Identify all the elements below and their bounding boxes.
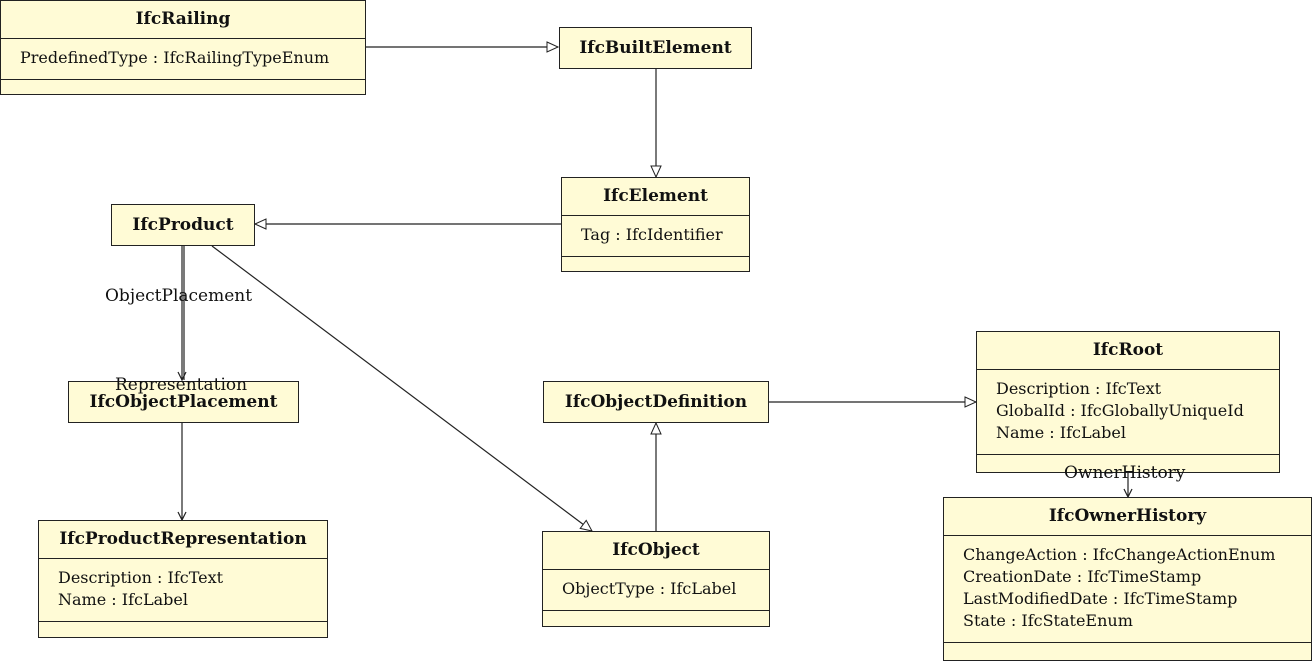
attribute: Name : IfcLabel	[996, 423, 1126, 442]
class-operations	[1, 79, 365, 97]
attribute: PredefinedType : IfcRailingTypeEnum	[20, 48, 330, 67]
class-ifc-railing: IfcRailing PredefinedType : IfcRailingTy…	[0, 0, 366, 95]
association-label-object-placement: ObjectPlacement	[105, 286, 253, 306]
class-ifc-product: IfcProduct	[111, 204, 255, 246]
association-label-representation: Representation	[115, 375, 248, 395]
class-ifc-element: IfcElement Tag : IfcIdentifier	[561, 177, 750, 272]
class-ifc-object-definition: IfcObjectDefinition	[543, 381, 769, 423]
attribute: ObjectType : IfcLabel	[562, 579, 737, 598]
class-operations	[543, 610, 769, 628]
class-name: IfcProduct	[132, 215, 234, 235]
class-ifc-object: IfcObject ObjectType : IfcLabel	[542, 531, 770, 627]
class-name: IfcProductRepresentation	[59, 529, 307, 549]
attribute: State : IfcStateEnum	[963, 611, 1133, 630]
class-name: IfcObjectDefinition	[564, 392, 748, 412]
class-ifc-object-placement: IfcObjectPlacement	[68, 381, 299, 423]
class-name: IfcRoot	[1092, 340, 1164, 360]
class-operations	[39, 621, 327, 639]
class-attributes: ChangeAction : IfcChangeActionEnum Creat…	[944, 535, 1311, 642]
class-operations	[562, 256, 749, 274]
class-attributes: Tag : IfcIdentifier	[562, 215, 749, 256]
attribute: Name : IfcLabel	[58, 590, 188, 609]
class-ifc-product-representation: IfcProductRepresentation Description : I…	[38, 520, 328, 638]
class-name: IfcObjectPlacement	[89, 392, 278, 412]
class-attributes: Description : IfcText GlobalId : IfcGlob…	[977, 369, 1279, 454]
class-name: IfcBuiltElement	[579, 38, 732, 58]
attribute: Description : IfcText	[58, 568, 224, 587]
class-name: IfcElement	[603, 186, 708, 206]
class-name: IfcOwnerHistory	[1048, 506, 1207, 526]
class-name: IfcObject	[612, 540, 700, 560]
class-operations	[977, 454, 1279, 472]
class-attributes: Description : IfcText Name : IfcLabel	[39, 558, 327, 621]
class-attributes: PredefinedType : IfcRailingTypeEnum	[1, 38, 365, 79]
class-operations	[944, 642, 1311, 660]
class-ifc-built-element: IfcBuiltElement	[559, 27, 752, 69]
attribute: GlobalId : IfcGloballyUniqueId	[996, 401, 1244, 420]
class-attributes: ObjectType : IfcLabel	[543, 569, 769, 610]
attribute: ChangeAction : IfcChangeActionEnum	[963, 545, 1276, 564]
attribute: Tag : IfcIdentifier	[581, 225, 723, 244]
association-label-owner-history: OwnerHistory	[1064, 463, 1186, 483]
attribute: LastModifiedDate : IfcTimeStamp	[963, 589, 1238, 608]
class-ifc-owner-history: IfcOwnerHistory ChangeAction : IfcChange…	[943, 497, 1312, 661]
attribute: CreationDate : IfcTimeStamp	[963, 567, 1202, 586]
attribute: Description : IfcText	[996, 379, 1162, 398]
class-ifc-root: IfcRoot Description : IfcText GlobalId :…	[976, 331, 1280, 473]
class-name: IfcRailing	[135, 9, 231, 29]
gen-product-object	[211, 245, 593, 532]
